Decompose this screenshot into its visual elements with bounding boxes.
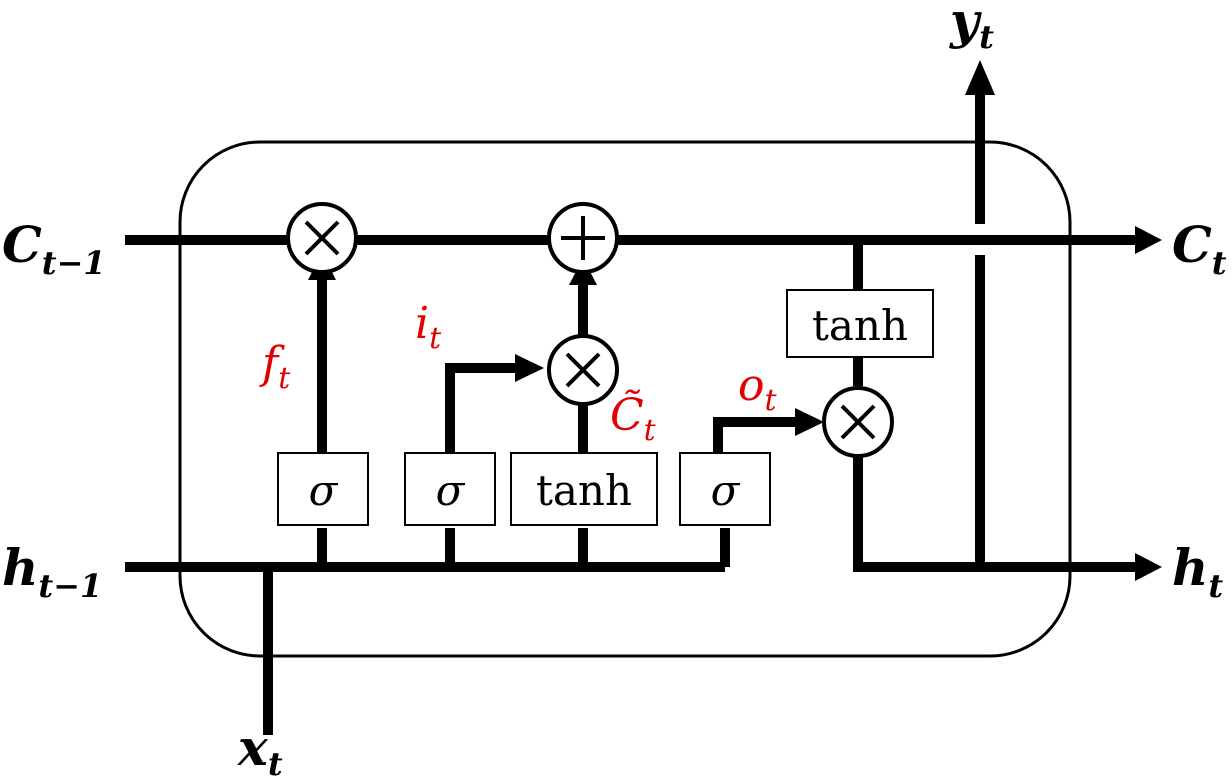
x-input-label: xt	[237, 718, 283, 783]
hidden-output-line	[853, 457, 1150, 572]
input-signal-label: it	[415, 298, 442, 356]
candidate-gate-label: tanh	[536, 466, 632, 515]
output-signal-label: ot	[738, 360, 778, 418]
h-prev-label: ht−1	[2, 538, 102, 605]
hidden-output-arrowhead	[1135, 553, 1162, 581]
cell-state-arrowhead	[1135, 226, 1162, 254]
forget-gate: σ	[277, 452, 369, 526]
output-arrowhead	[795, 408, 824, 436]
cell-add-op	[547, 202, 619, 274]
input-arrowhead	[515, 354, 544, 382]
y-output-label: yt	[949, 0, 994, 56]
y-output-arrowhead	[965, 60, 995, 95]
forget-multiply-op	[286, 202, 358, 274]
output-gate: σ	[679, 452, 771, 526]
output-signal-line	[713, 417, 800, 453]
c-prev-label: Ct−1	[2, 215, 106, 282]
forget-gate-label: σ	[309, 466, 339, 515]
input-gate: σ	[404, 452, 496, 526]
candidate-signal-label: C̃t	[610, 388, 657, 448]
c-next-label: Ct	[1172, 215, 1227, 282]
input-signal-line	[445, 363, 520, 453]
cell-tanh-label: tanh	[812, 301, 908, 350]
output-gate-label: σ	[711, 466, 741, 515]
input-gate-label: σ	[436, 466, 466, 515]
forget-signal-label: ft	[259, 338, 291, 396]
output-multiply-op	[822, 386, 894, 458]
cell-tanh-box: tanh	[786, 289, 934, 358]
input-multiply-op	[547, 334, 619, 406]
cell-boundary	[178, 140, 1072, 658]
h-next-label: ht	[1172, 538, 1223, 605]
candidate-gate: tanh	[510, 452, 658, 526]
